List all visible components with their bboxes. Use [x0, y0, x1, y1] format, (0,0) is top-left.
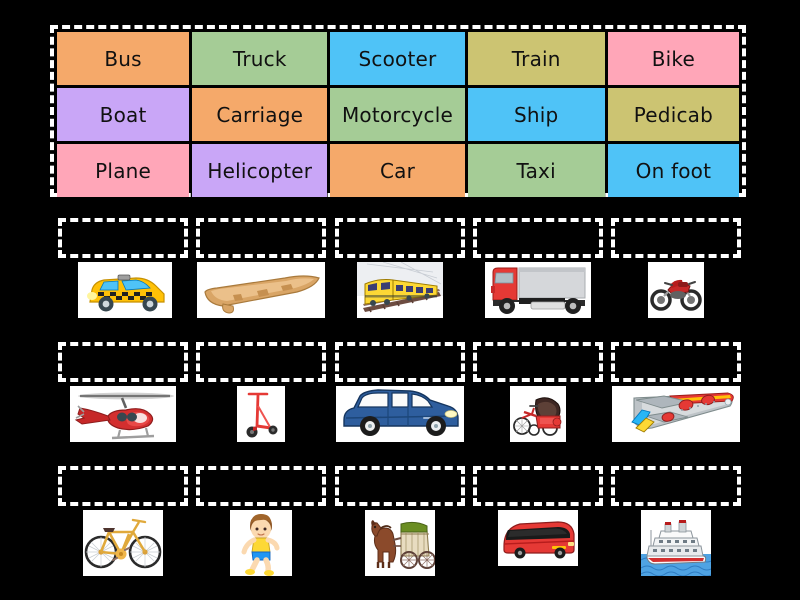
- word-bank-row: Bus Truck Scooter Train Bike: [57, 32, 739, 85]
- word-tile-boat[interactable]: Boat: [57, 88, 190, 141]
- drop-zone-train[interactable]: [335, 218, 465, 258]
- answer-cell-bus: [473, 460, 603, 580]
- answer-cell-on-foot: [196, 460, 326, 580]
- car-image: [336, 386, 464, 442]
- train-image: [357, 262, 443, 318]
- answer-cell-carriage: [335, 460, 465, 580]
- helicopter-image: [70, 386, 176, 442]
- answer-cell-truck: [473, 212, 603, 332]
- word-bank: Bus Truck Scooter Train Bike Boat Carria…: [50, 25, 746, 197]
- answer-cell-helicopter: [58, 336, 188, 456]
- drop-zone-boat[interactable]: [196, 218, 326, 258]
- word-tile-train[interactable]: Train: [467, 32, 605, 85]
- drop-zone-taxi[interactable]: [58, 218, 188, 258]
- drop-zone-motorcycle[interactable]: [611, 218, 741, 258]
- bicycle-image: [83, 510, 163, 576]
- horse-carriage-image: [365, 510, 435, 576]
- drop-zone-on-foot[interactable]: [196, 466, 326, 506]
- drop-zone-carriage[interactable]: [335, 466, 465, 506]
- drop-zone-truck[interactable]: [473, 218, 603, 258]
- answer-cell-bicycle: [58, 460, 188, 580]
- drop-zone-pedicab[interactable]: [473, 342, 603, 382]
- answer-cell-train: [335, 212, 465, 332]
- drop-zone-bicycle[interactable]: [58, 466, 188, 506]
- word-tile-ship[interactable]: Ship: [467, 88, 605, 141]
- answer-cell-motorcycle: [611, 212, 741, 332]
- cruise-ship-image: [641, 510, 711, 576]
- drop-zone-car[interactable]: [335, 342, 465, 382]
- answer-cell-car: [335, 336, 465, 456]
- taxi-image: [78, 262, 172, 318]
- answer-cell-plane: [611, 336, 741, 456]
- word-tile-plane[interactable]: Plane: [57, 144, 190, 197]
- drop-zone-plane[interactable]: [611, 342, 741, 382]
- airplane-image: [612, 386, 740, 442]
- answer-cell-boat: [196, 212, 326, 332]
- drop-zone-scooter[interactable]: [196, 342, 326, 382]
- drop-zone-helicopter[interactable]: [58, 342, 188, 382]
- bus-image: [498, 510, 578, 566]
- answer-cell-taxi: [58, 212, 188, 332]
- answer-grid: [0, 212, 800, 600]
- word-tile-scooter[interactable]: Scooter: [330, 32, 465, 85]
- motorcycle-image: [648, 262, 704, 318]
- word-tile-bike[interactable]: Bike: [607, 32, 739, 85]
- word-tile-bus[interactable]: Bus: [57, 32, 190, 85]
- word-tile-carriage[interactable]: Carriage: [192, 88, 328, 141]
- pedicab-image: [510, 386, 566, 442]
- answer-cell-pedicab: [473, 336, 603, 456]
- truck-image: [485, 262, 591, 318]
- drop-zone-ship[interactable]: [611, 466, 741, 506]
- answer-row: [0, 460, 800, 584]
- drop-zone-bus[interactable]: [473, 466, 603, 506]
- answer-row: [0, 336, 800, 460]
- word-tile-motorcycle[interactable]: Motorcycle: [330, 88, 465, 141]
- answer-row: [0, 212, 800, 336]
- word-bank-row: Boat Carriage Motorcycle Ship Pedicab: [57, 88, 739, 141]
- answer-cell-ship: [611, 460, 741, 580]
- answer-cell-scooter: [196, 336, 326, 456]
- word-tile-on-foot[interactable]: On foot: [607, 144, 739, 197]
- word-tile-car[interactable]: Car: [330, 144, 465, 197]
- walking-person-image: [230, 510, 292, 576]
- word-tile-taxi[interactable]: Taxi: [467, 144, 605, 197]
- scooter-image: [237, 386, 285, 442]
- canoe-boat-image: [197, 262, 325, 318]
- word-tile-truck[interactable]: Truck: [192, 32, 328, 85]
- word-tile-pedicab[interactable]: Pedicab: [607, 88, 739, 141]
- word-bank-row: Plane Helicopter Car Taxi On foot: [57, 144, 739, 197]
- word-tile-helicopter[interactable]: Helicopter: [192, 144, 328, 197]
